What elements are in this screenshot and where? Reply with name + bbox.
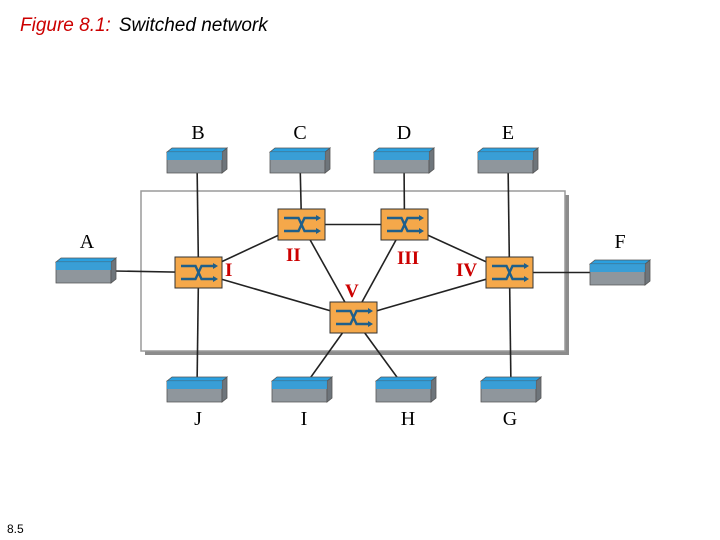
link-station-J-to-switch-I (196, 272, 200, 390)
station-b (165, 147, 229, 174)
station-label-j: J (194, 408, 202, 430)
station-h (374, 376, 438, 403)
station-top (476, 147, 540, 153)
switch-crossover-icon (336, 308, 373, 327)
station-top (54, 257, 118, 263)
station-label-i: I (301, 408, 308, 430)
switch-crossover-icon (387, 215, 424, 234)
station-a (54, 257, 118, 284)
station-label-g: G (503, 408, 517, 430)
station-label-h: H (401, 408, 415, 430)
crossover-path-b (336, 309, 371, 326)
station-top (268, 147, 332, 153)
station-top (374, 376, 438, 382)
crossover-path-b (387, 216, 422, 233)
station-label-e: E (502, 122, 514, 144)
station-f (588, 259, 652, 286)
station-e (476, 147, 540, 174)
arrowhead-icon (368, 321, 373, 327)
arrowhead-icon (213, 263, 218, 269)
switch-ii (277, 208, 326, 241)
switch-crossover-icon (181, 263, 218, 282)
station-top-band (270, 152, 325, 160)
station-top (479, 376, 543, 382)
switch-label-v: V (345, 281, 359, 302)
station-c (268, 147, 332, 174)
figure-number: Figure 8.1: (20, 15, 111, 36)
station-label-b: B (191, 122, 204, 144)
station-label-a: A (80, 231, 95, 253)
arrowhead-icon (316, 228, 321, 234)
station-top-band (590, 264, 645, 272)
link-switch-IV-to-switch-V (353, 271, 510, 319)
station-j (165, 376, 229, 403)
station-top-band (56, 262, 111, 270)
station-top-band (272, 381, 327, 389)
station-label-f: F (614, 231, 625, 253)
station-label-c: C (293, 122, 306, 144)
station-top (165, 147, 229, 153)
station-top-band (376, 381, 431, 389)
arrowhead-icon (524, 263, 529, 269)
station-g (479, 376, 543, 403)
switch-label-i: I (225, 260, 232, 281)
switch-iii (380, 208, 429, 241)
station-top (588, 259, 652, 265)
switch-iv (485, 256, 534, 289)
page-number: 8.5 (7, 522, 24, 536)
switch-label-iii: III (397, 248, 419, 269)
link-switch-I-to-switch-V (198, 271, 354, 319)
figure-caption: Switched network (118, 15, 268, 36)
arrowhead-icon (419, 228, 424, 234)
link-station-G-to-switch-IV (508, 272, 512, 390)
switch-i (174, 256, 223, 289)
station-top-band (167, 381, 222, 389)
station-i (270, 376, 334, 403)
arrowhead-icon (316, 215, 321, 221)
crossover-path-b (181, 264, 216, 281)
arrowhead-icon (368, 308, 373, 314)
crossover-path-b (284, 216, 319, 233)
switch-label-iv: IV (456, 260, 477, 281)
figure-title: Figure 8.1: Switched network (20, 15, 268, 37)
switch-v (329, 301, 378, 334)
link-station-B-to-switch-I (196, 160, 200, 273)
station-top-band (374, 152, 429, 160)
stations-layer: A B C D E F G H I J (54, 122, 652, 430)
arrowhead-icon (419, 215, 424, 221)
station-top-band (481, 381, 536, 389)
switch-crossover-icon (284, 215, 321, 234)
crossover-path-b (492, 264, 527, 281)
station-top-band (478, 152, 533, 160)
station-top (165, 376, 229, 382)
link-station-E-to-switch-IV (507, 160, 511, 273)
station-top (270, 376, 334, 382)
station-top-band (167, 152, 222, 160)
arrowhead-icon (213, 276, 218, 282)
arrowhead-icon (524, 276, 529, 282)
station-top (372, 147, 436, 153)
station-label-d: D (397, 122, 411, 144)
station-d (372, 147, 436, 174)
switch-crossover-icon (492, 263, 529, 282)
switch-label-ii: II (286, 245, 301, 266)
